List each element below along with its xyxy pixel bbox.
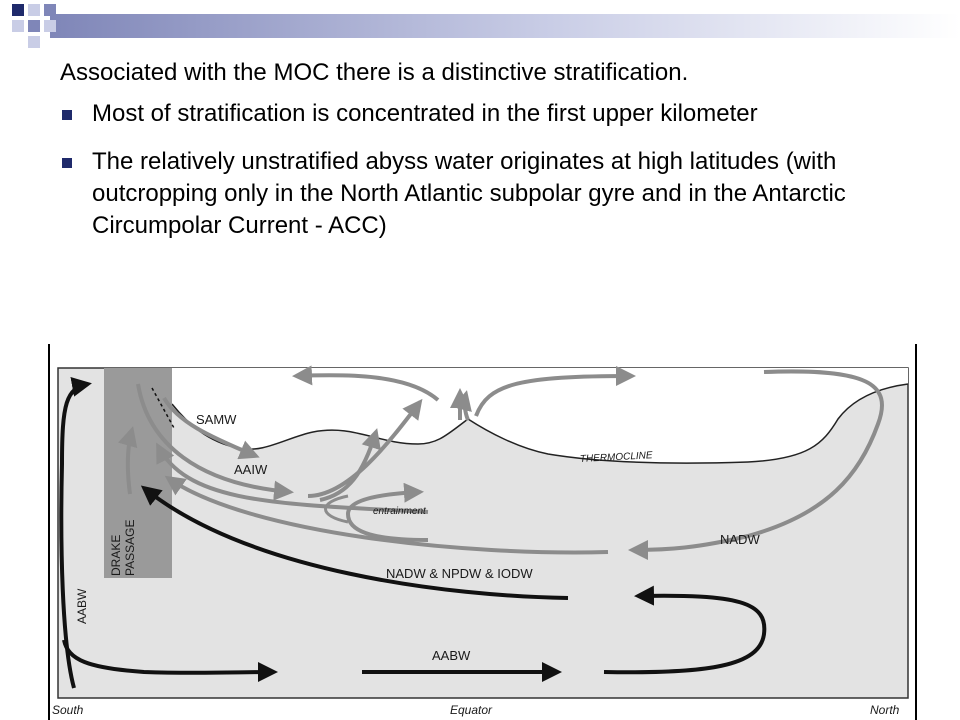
slide-lead: Associated with the MOC there is a disti… bbox=[60, 59, 689, 86]
deco-square bbox=[12, 20, 24, 32]
label-passage: PASSAGE bbox=[123, 520, 137, 576]
upper-ocean bbox=[172, 368, 908, 464]
aabw-bottom-left-arrow bbox=[62, 639, 278, 683]
deco-square bbox=[28, 4, 40, 16]
label-aabw-bottom: AABW bbox=[432, 648, 471, 663]
label-nadw-npdw-iodw: NADW & NPDW & IODW bbox=[386, 566, 533, 581]
entrainment-arrow-1 bbox=[307, 398, 423, 498]
axis-equator: Equator bbox=[450, 703, 493, 717]
label-entrainment: entrainment bbox=[373, 506, 427, 517]
intermediate-return-arrow bbox=[164, 475, 609, 555]
deco-square bbox=[44, 20, 56, 32]
bullet-square-icon bbox=[62, 158, 72, 168]
nadw-npdw-iodw-arrow bbox=[140, 485, 569, 600]
bullet-item: The relatively unstratified abyss water … bbox=[60, 146, 940, 242]
drake-passage bbox=[104, 368, 172, 578]
deco-square bbox=[12, 4, 24, 16]
upwelling-grey-2 bbox=[156, 442, 429, 514]
bullet-item: Most of stratification is concentrated i… bbox=[60, 98, 940, 130]
axis-south: South bbox=[52, 703, 84, 717]
slide-body: Associated with the MOC there is a disti… bbox=[60, 58, 940, 258]
moc-diagram: SAMW AAIW THERMOCLINE entrainment NADW N… bbox=[48, 344, 918, 720]
entrainment-loop bbox=[345, 482, 429, 542]
bullet-text: The relatively unstratified abyss water … bbox=[92, 148, 846, 239]
label-thermocline: THERMOCLINE bbox=[580, 450, 654, 465]
header-decoration bbox=[12, 4, 960, 48]
deco-square bbox=[28, 20, 40, 32]
drake-dashed-line bbox=[151, 387, 175, 429]
surface-north-arrow bbox=[474, 366, 636, 417]
upwelling-grey-1 bbox=[117, 426, 138, 495]
aaiw-arrow bbox=[136, 383, 294, 501]
bullet-text: Most of stratification is concentrated i… bbox=[92, 100, 758, 127]
label-nadw: NADW bbox=[720, 532, 760, 547]
bullet-square-icon bbox=[62, 110, 72, 120]
deco-square bbox=[28, 36, 40, 48]
nadw-arrow bbox=[628, 369, 884, 560]
label-drake: DRAKE bbox=[109, 535, 123, 576]
axis-north: North bbox=[870, 703, 900, 717]
upwelling-center-right bbox=[452, 390, 472, 421]
deco-square bbox=[44, 4, 56, 16]
label-samw: SAMW bbox=[196, 412, 237, 427]
header-bar bbox=[50, 14, 960, 38]
entrainment-loop-2 bbox=[324, 494, 349, 524]
label-aabw-side: AABW bbox=[75, 588, 89, 624]
thermocline-line bbox=[171, 383, 909, 464]
samw-arrow bbox=[162, 396, 260, 460]
aabw-north-loop-arrow bbox=[603, 585, 767, 675]
upwelling-mid-arrow bbox=[319, 428, 381, 502]
surface-south-arrow bbox=[292, 365, 440, 402]
label-aaiw: AAIW bbox=[234, 462, 268, 477]
